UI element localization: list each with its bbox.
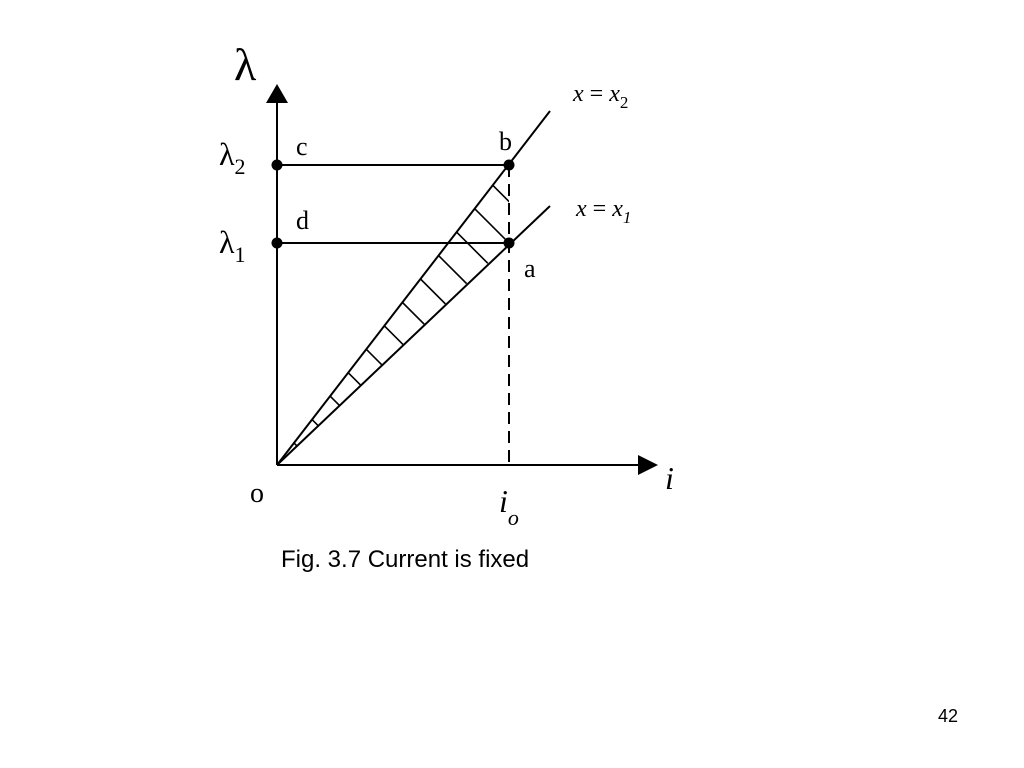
io-symbol: i bbox=[499, 483, 508, 519]
io-label: io bbox=[499, 483, 519, 530]
io-subscript: o bbox=[508, 505, 519, 530]
line-x2-label: x = x2 bbox=[572, 81, 628, 112]
lambda1-label: λ1 bbox=[219, 224, 246, 267]
hatch-stroke bbox=[462, 165, 509, 194]
lambda-axis-label: λ bbox=[234, 39, 257, 90]
line-x1-subscript: 1 bbox=[623, 208, 632, 227]
lambda1-subscript: 1 bbox=[235, 242, 246, 267]
origin-label: o bbox=[250, 478, 264, 509]
wedge-hatching bbox=[277, 165, 509, 465]
point-b-marker bbox=[503, 159, 515, 171]
point-b-label: b bbox=[499, 127, 512, 156]
lambda2-label: λ2 bbox=[219, 136, 246, 179]
current-axis-arrowhead bbox=[638, 455, 658, 475]
point-a-label: a bbox=[524, 254, 536, 283]
line-x2 bbox=[276, 110, 551, 466]
hatch-stroke bbox=[277, 384, 357, 465]
point-a-marker bbox=[503, 237, 515, 249]
point-d-label: d bbox=[296, 206, 309, 235]
line-x2-lhs: x bbox=[572, 81, 584, 107]
line-x1-lhs: x bbox=[575, 196, 587, 222]
lambda2-symbol: λ bbox=[219, 136, 235, 172]
lambda-axis-arrowhead bbox=[266, 84, 288, 103]
line-x1-label: x = x1 bbox=[575, 196, 631, 227]
current-axis-label: i bbox=[665, 460, 674, 496]
line-x1-rhs: x bbox=[611, 196, 623, 222]
line-x1-eq: = bbox=[587, 196, 613, 222]
lambda2-subscript: 2 bbox=[235, 154, 246, 179]
line-x2-subscript: 2 bbox=[620, 93, 629, 112]
point-c-label: c bbox=[296, 132, 308, 161]
point-c-marker bbox=[271, 159, 283, 171]
lambda1-symbol: λ bbox=[219, 224, 235, 260]
line-x2-rhs: x bbox=[608, 81, 620, 107]
figure-caption: Fig. 3.7 Current is fixed bbox=[281, 546, 530, 573]
line-x1 bbox=[276, 205, 551, 466]
point-d-marker bbox=[271, 237, 283, 249]
line-x2-eq: = bbox=[584, 81, 610, 107]
page-number: 42 bbox=[938, 706, 959, 726]
